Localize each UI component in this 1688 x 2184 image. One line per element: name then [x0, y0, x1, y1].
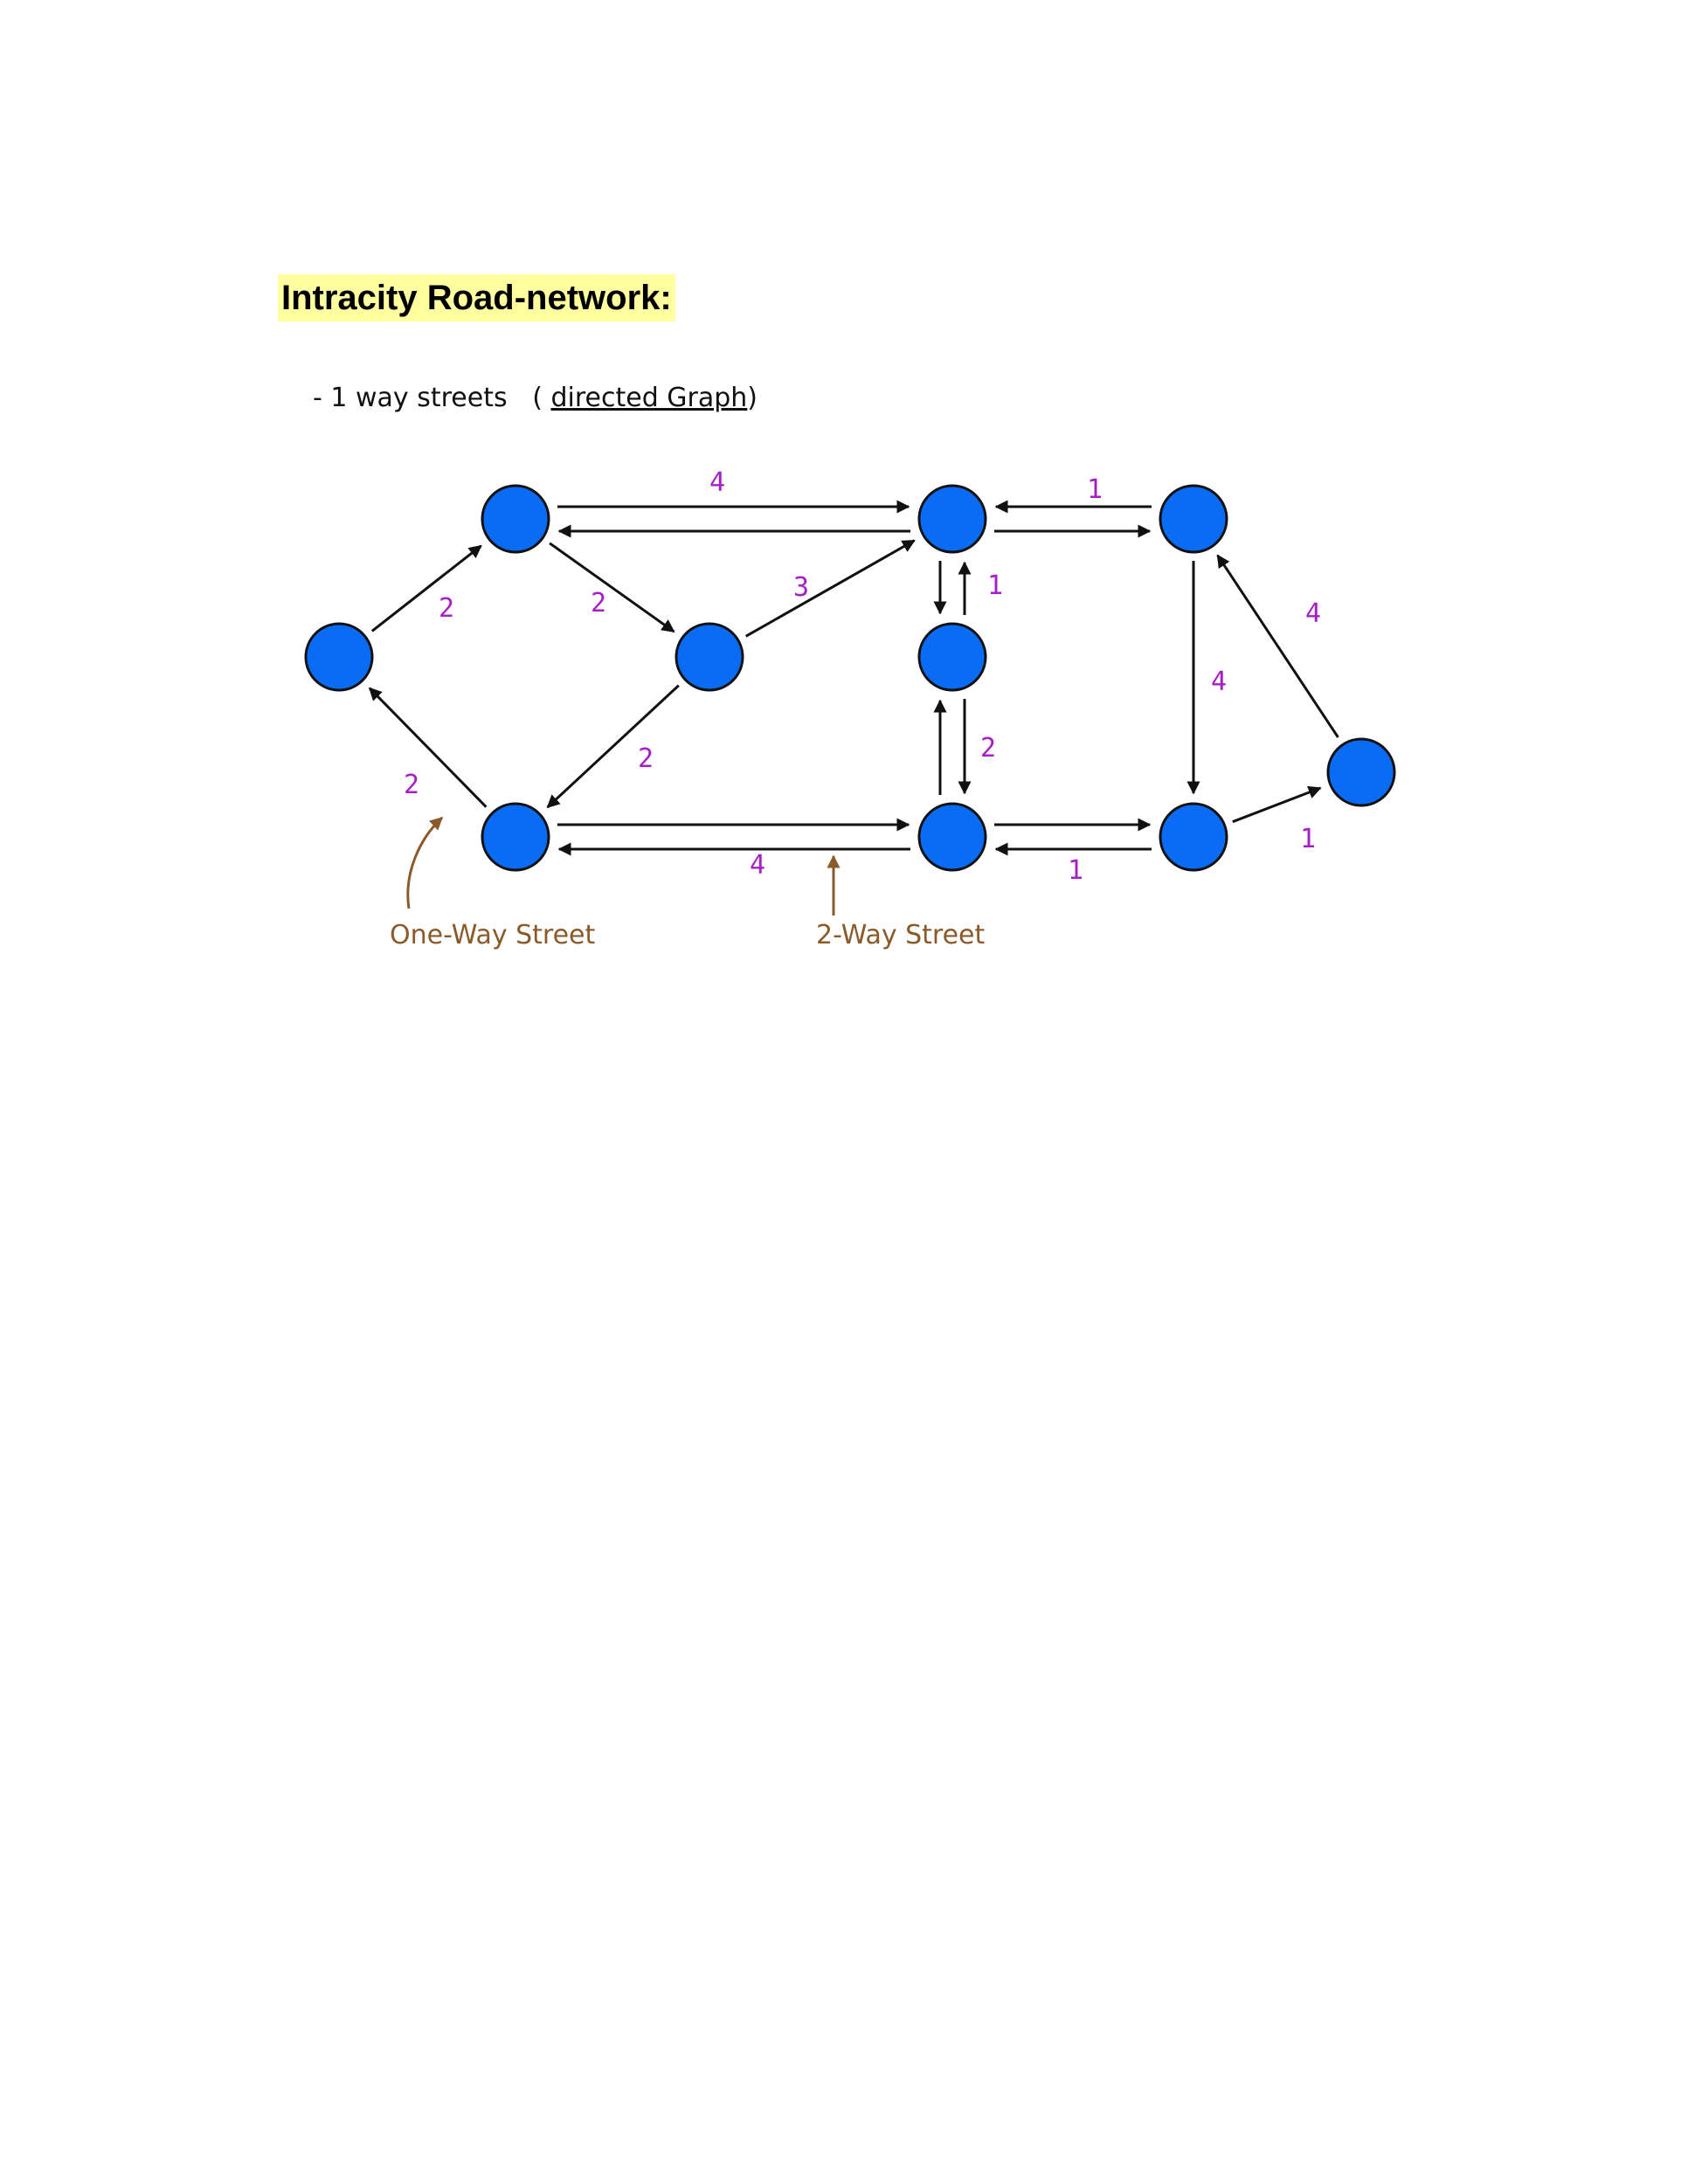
graph-node-bottom-right: [1159, 802, 1228, 872]
bullet-line: - 1 way streets ( directed Graph): [313, 379, 758, 418]
edge-weight-label: 4: [1211, 667, 1227, 697]
graph-node-top-left: [481, 484, 550, 554]
bullet-dash: -: [313, 383, 322, 413]
directed-graph-label: directed Graph: [550, 383, 748, 413]
graph-node-center: [917, 622, 987, 692]
graph-node-top-center: [917, 484, 987, 554]
graph-node-left: [304, 622, 374, 692]
page-title: Intracity Road-network:: [278, 274, 675, 321]
edge-n-far-right-to-n-top-right: [1216, 554, 1339, 738]
edge-weight-label: 2: [980, 733, 996, 764]
edge-weight-label: 1: [1087, 474, 1103, 505]
edge-weight-label: 4: [750, 850, 765, 881]
edge-weight-label: 2: [404, 770, 419, 800]
edge-n-bottom-right-to-n-far-right: [1232, 785, 1322, 824]
edge-n-bottom-left-to-n-left: [368, 687, 488, 808]
two-way-street-label: 2-Way Street: [816, 920, 986, 950]
edge-weight-label: 1: [1300, 824, 1316, 854]
edge-weight-label: 4: [1305, 598, 1321, 629]
paren-close: ): [747, 383, 758, 413]
one-way-pointer-arrow: [406, 816, 444, 909]
edge-n-mid-to-n-bottom-left: [546, 684, 680, 809]
graph-node-mid: [675, 622, 744, 692]
edge-weight-label: 2: [591, 588, 606, 619]
edge-weight-label: 2: [638, 743, 654, 774]
edge-weight-label: 2: [439, 593, 454, 624]
edges-layer: [368, 500, 1339, 856]
edge-weight-label: 1: [1068, 855, 1083, 886]
graph-node-far-right: [1326, 737, 1396, 807]
graph-node-bottom-left: [481, 802, 550, 872]
edge-weight-label: 1: [987, 570, 1003, 601]
nodes-layer: [304, 484, 1396, 872]
edge-n-left-to-n-top-left: [370, 544, 482, 632]
bullet-text: 1 way streets: [330, 383, 508, 413]
graph-node-bottom-center: [917, 802, 987, 872]
two-way-annotation: 2-Way Street: [816, 854, 986, 950]
edge-n-mid-to-n-top-center: [744, 539, 916, 638]
graph-node-top-right: [1159, 484, 1228, 554]
edge-n-top-left-to-n-mid: [549, 542, 675, 633]
weights-layer: 2 2 2 2 3 4 1 2 4 1 4 1 1 4: [404, 467, 1321, 886]
edge-weight-label: 4: [709, 467, 725, 498]
one-way-annotation: One-Way Street: [390, 816, 596, 950]
one-way-street-label: One-Way Street: [390, 920, 596, 950]
paren-open: (: [532, 383, 543, 413]
edge-weight-label: 3: [793, 572, 809, 603]
